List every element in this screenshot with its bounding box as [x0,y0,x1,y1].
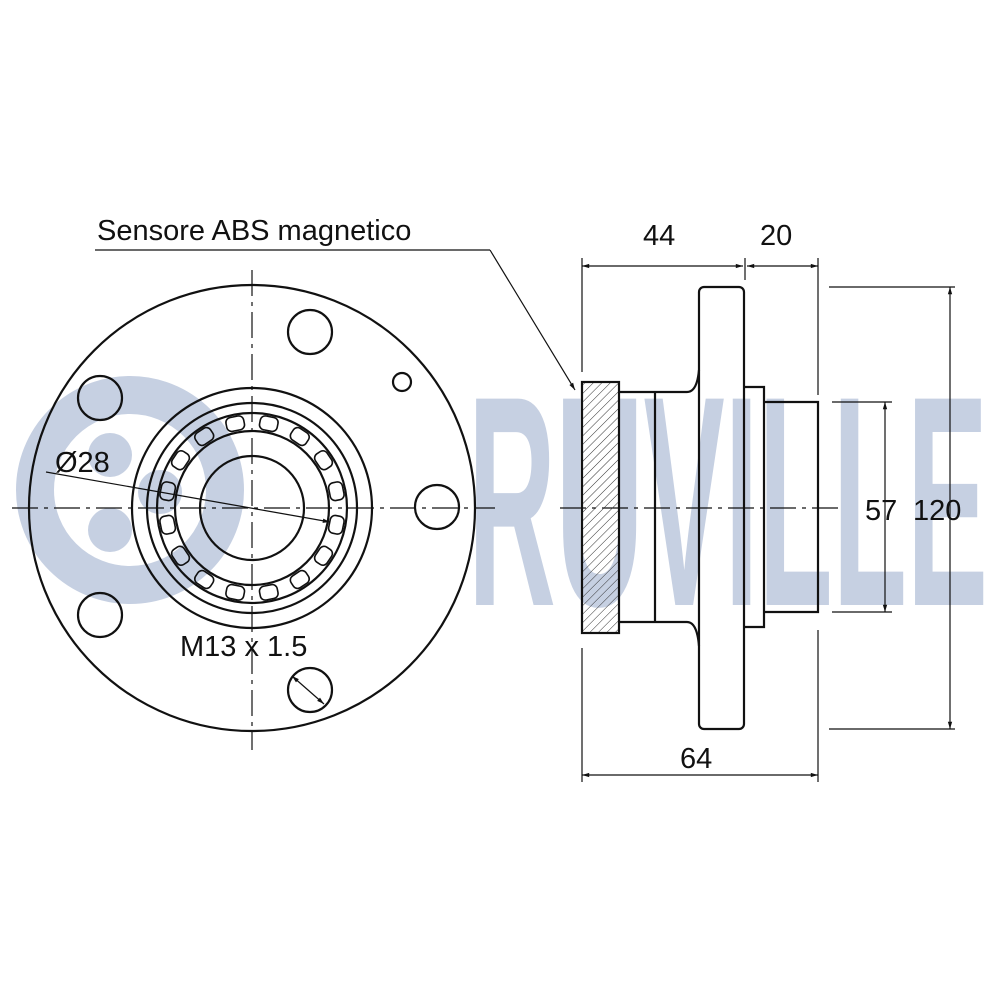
bearing-outer [130,386,374,630]
bolt-hole [76,591,124,639]
hub-flange [697,285,746,731]
bearing-roller [225,583,246,601]
dim-20: 20 [760,220,792,252]
flange-outline [27,283,477,733]
bearing-roller [193,569,215,590]
watermark-text: RUVILLE [468,333,988,669]
bearing-roller [170,449,191,471]
sensor-callout-label: Sensore ABS magnetico [97,215,411,247]
bearing-roller [289,426,311,447]
bearing-roller [313,449,334,471]
abs-sensor-ring [580,380,621,635]
bearing-roller [159,481,177,502]
dim-44: 44 [643,220,675,252]
bolt-hole [76,374,124,422]
bearing-roller [193,426,215,447]
bore [198,454,306,562]
dim-64: 64 [680,743,712,775]
bolt-hole [286,308,334,356]
side-view: 44 20 64 57 120 [560,220,961,782]
threaded-hole [286,666,334,714]
bore-diameter-label: Ø28 [55,447,110,479]
dim-120: 120 [913,495,961,527]
pin-hole [391,371,413,393]
bearing-roller [327,481,345,502]
bearing-roller [170,545,191,567]
bearing-roller [313,545,334,567]
bearing-roller [258,415,279,433]
bearing-roller [159,514,177,535]
bearing-roller [258,583,279,601]
bearing-rollers [159,415,345,601]
bolt-hole [413,483,461,531]
bearing-roller [327,514,345,535]
front-view: Ø28 M13 x 1.5 [12,270,495,750]
ruville-logo-watermark: RUVILLE [16,333,988,669]
dim-57: 57 [865,495,897,527]
bearing-roller [225,415,246,433]
bearing-roller [289,569,311,590]
thread-label: M13 x 1.5 [180,631,307,663]
